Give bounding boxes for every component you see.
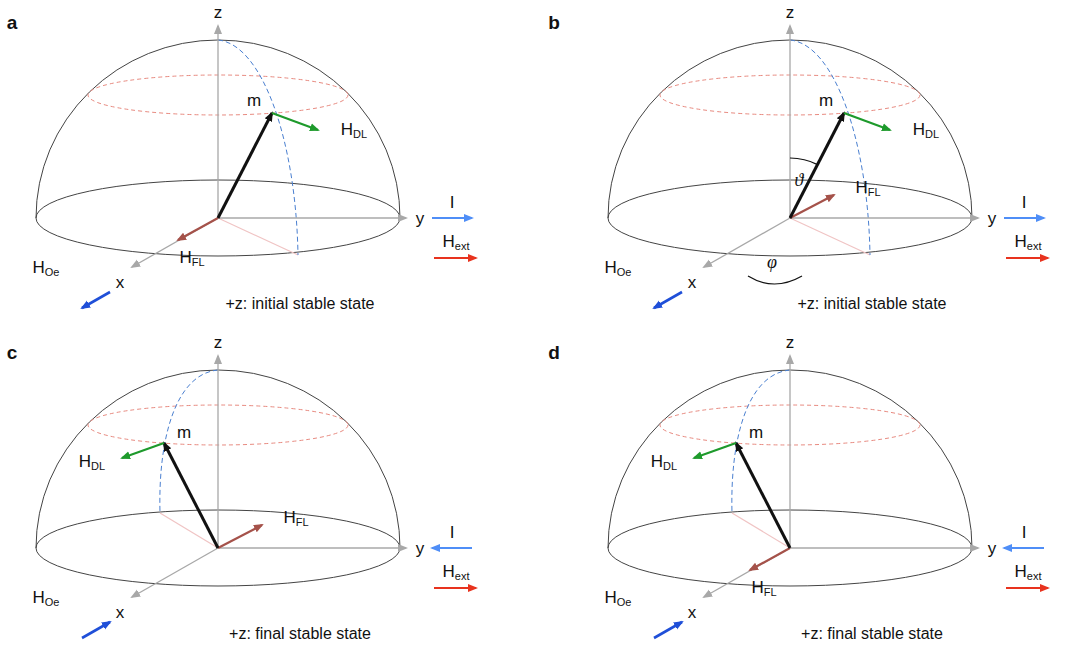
axis-label: x: [688, 274, 697, 291]
meridian-line: [790, 40, 870, 255]
external-field-arrow: [1006, 587, 1048, 589]
axis-label: z: [214, 334, 223, 351]
state-caption: +z: initial stable state: [226, 296, 375, 312]
x-axis: [704, 218, 790, 267]
field-label: Hext: [1015, 563, 1042, 582]
oersted-field-arrow: [82, 622, 110, 638]
damping-like-field-arrow: [122, 443, 164, 458]
sphere-panel: [608, 26, 1048, 308]
field-label: Hext: [443, 563, 470, 582]
axis-label: x: [688, 604, 697, 621]
vector-label: m: [177, 424, 191, 441]
oersted-field-arrow: [654, 292, 682, 308]
x-axis: [132, 548, 218, 597]
field-label: HDL: [651, 453, 677, 472]
current-label: I: [450, 194, 455, 211]
panel-letter: a: [7, 13, 18, 32]
external-field-arrow: [434, 587, 476, 589]
y-axis: [218, 547, 406, 548]
magnetization-vector: [736, 443, 790, 548]
field-label: Hext: [443, 233, 470, 252]
z-axis: [789, 26, 790, 218]
y-axis: [218, 217, 406, 218]
field-label: Hext: [1015, 233, 1042, 252]
panel-letter: b: [548, 13, 560, 32]
polar-angle-arc: [790, 158, 818, 165]
axis-label: y: [416, 210, 425, 227]
magnetization-vector: [790, 113, 844, 218]
current-label: I: [1022, 524, 1027, 541]
field-like-field-arrow: [178, 218, 218, 240]
panel-letter: c: [7, 343, 18, 362]
field-label: HFL: [855, 179, 880, 198]
field-like-field-arrow: [218, 525, 262, 548]
field-label: HOe: [33, 589, 60, 608]
angle-label: φ: [767, 253, 777, 271]
field-label: HFL: [179, 249, 204, 268]
axis-label: x: [116, 604, 125, 621]
axis-label: x: [116, 274, 125, 291]
y-axis: [790, 547, 978, 548]
magnetization-vector: [218, 113, 272, 218]
angle-label: ϑ: [795, 171, 804, 189]
vector-label: m: [819, 92, 833, 109]
damping-like-field-arrow: [272, 113, 318, 130]
field-label: HDL: [79, 453, 105, 472]
current-label: I: [450, 524, 455, 541]
sphere-panel: [36, 26, 476, 308]
current-arrow: [1004, 217, 1044, 219]
current-label: I: [1022, 194, 1027, 211]
magnetization-vector: [164, 443, 218, 548]
vector-label: m: [749, 424, 763, 441]
damping-like-field-arrow: [694, 443, 736, 458]
azimuth-angle-arc: [748, 276, 802, 284]
axis-label: y: [988, 210, 997, 227]
z-axis: [217, 26, 218, 218]
sphere-panel: [36, 356, 476, 638]
external-field-arrow: [434, 257, 476, 259]
field-label: HDL: [341, 121, 367, 140]
field-like-field-arrow: [750, 548, 790, 570]
state-caption: +z: final stable state: [229, 626, 371, 642]
sphere-panel: [608, 356, 1048, 638]
state-caption: +z: final stable state: [801, 626, 943, 642]
field-label: HOe: [605, 589, 632, 608]
state-caption: +z: initial stable state: [798, 296, 947, 312]
field-label: HFL: [751, 579, 776, 598]
oersted-field-arrow: [82, 292, 110, 308]
damping-like-field-arrow: [844, 113, 890, 130]
axis-label: z: [786, 334, 795, 351]
x-axis: [132, 218, 218, 267]
z-axis: [217, 356, 218, 548]
z-axis: [789, 356, 790, 548]
axis-label: z: [214, 4, 223, 21]
field-label: HOe: [33, 259, 60, 278]
projection-line: [790, 218, 870, 255]
current-arrow: [1004, 547, 1044, 549]
axis-label: y: [988, 540, 997, 557]
panel-letter: d: [548, 343, 560, 362]
axis-label: z: [786, 4, 795, 21]
x-axis: [704, 548, 790, 597]
field-label: HOe: [605, 259, 632, 278]
meridian-line: [218, 40, 298, 255]
current-arrow: [432, 547, 472, 549]
field-label: HFL: [283, 509, 308, 528]
external-field-arrow: [1006, 257, 1048, 259]
current-arrow: [432, 217, 472, 219]
axis-label: y: [416, 540, 425, 557]
vector-label: m: [247, 92, 261, 109]
oersted-field-arrow: [654, 622, 682, 638]
field-label: HDL: [913, 121, 939, 140]
projection-line: [218, 218, 298, 255]
y-axis: [790, 217, 978, 218]
